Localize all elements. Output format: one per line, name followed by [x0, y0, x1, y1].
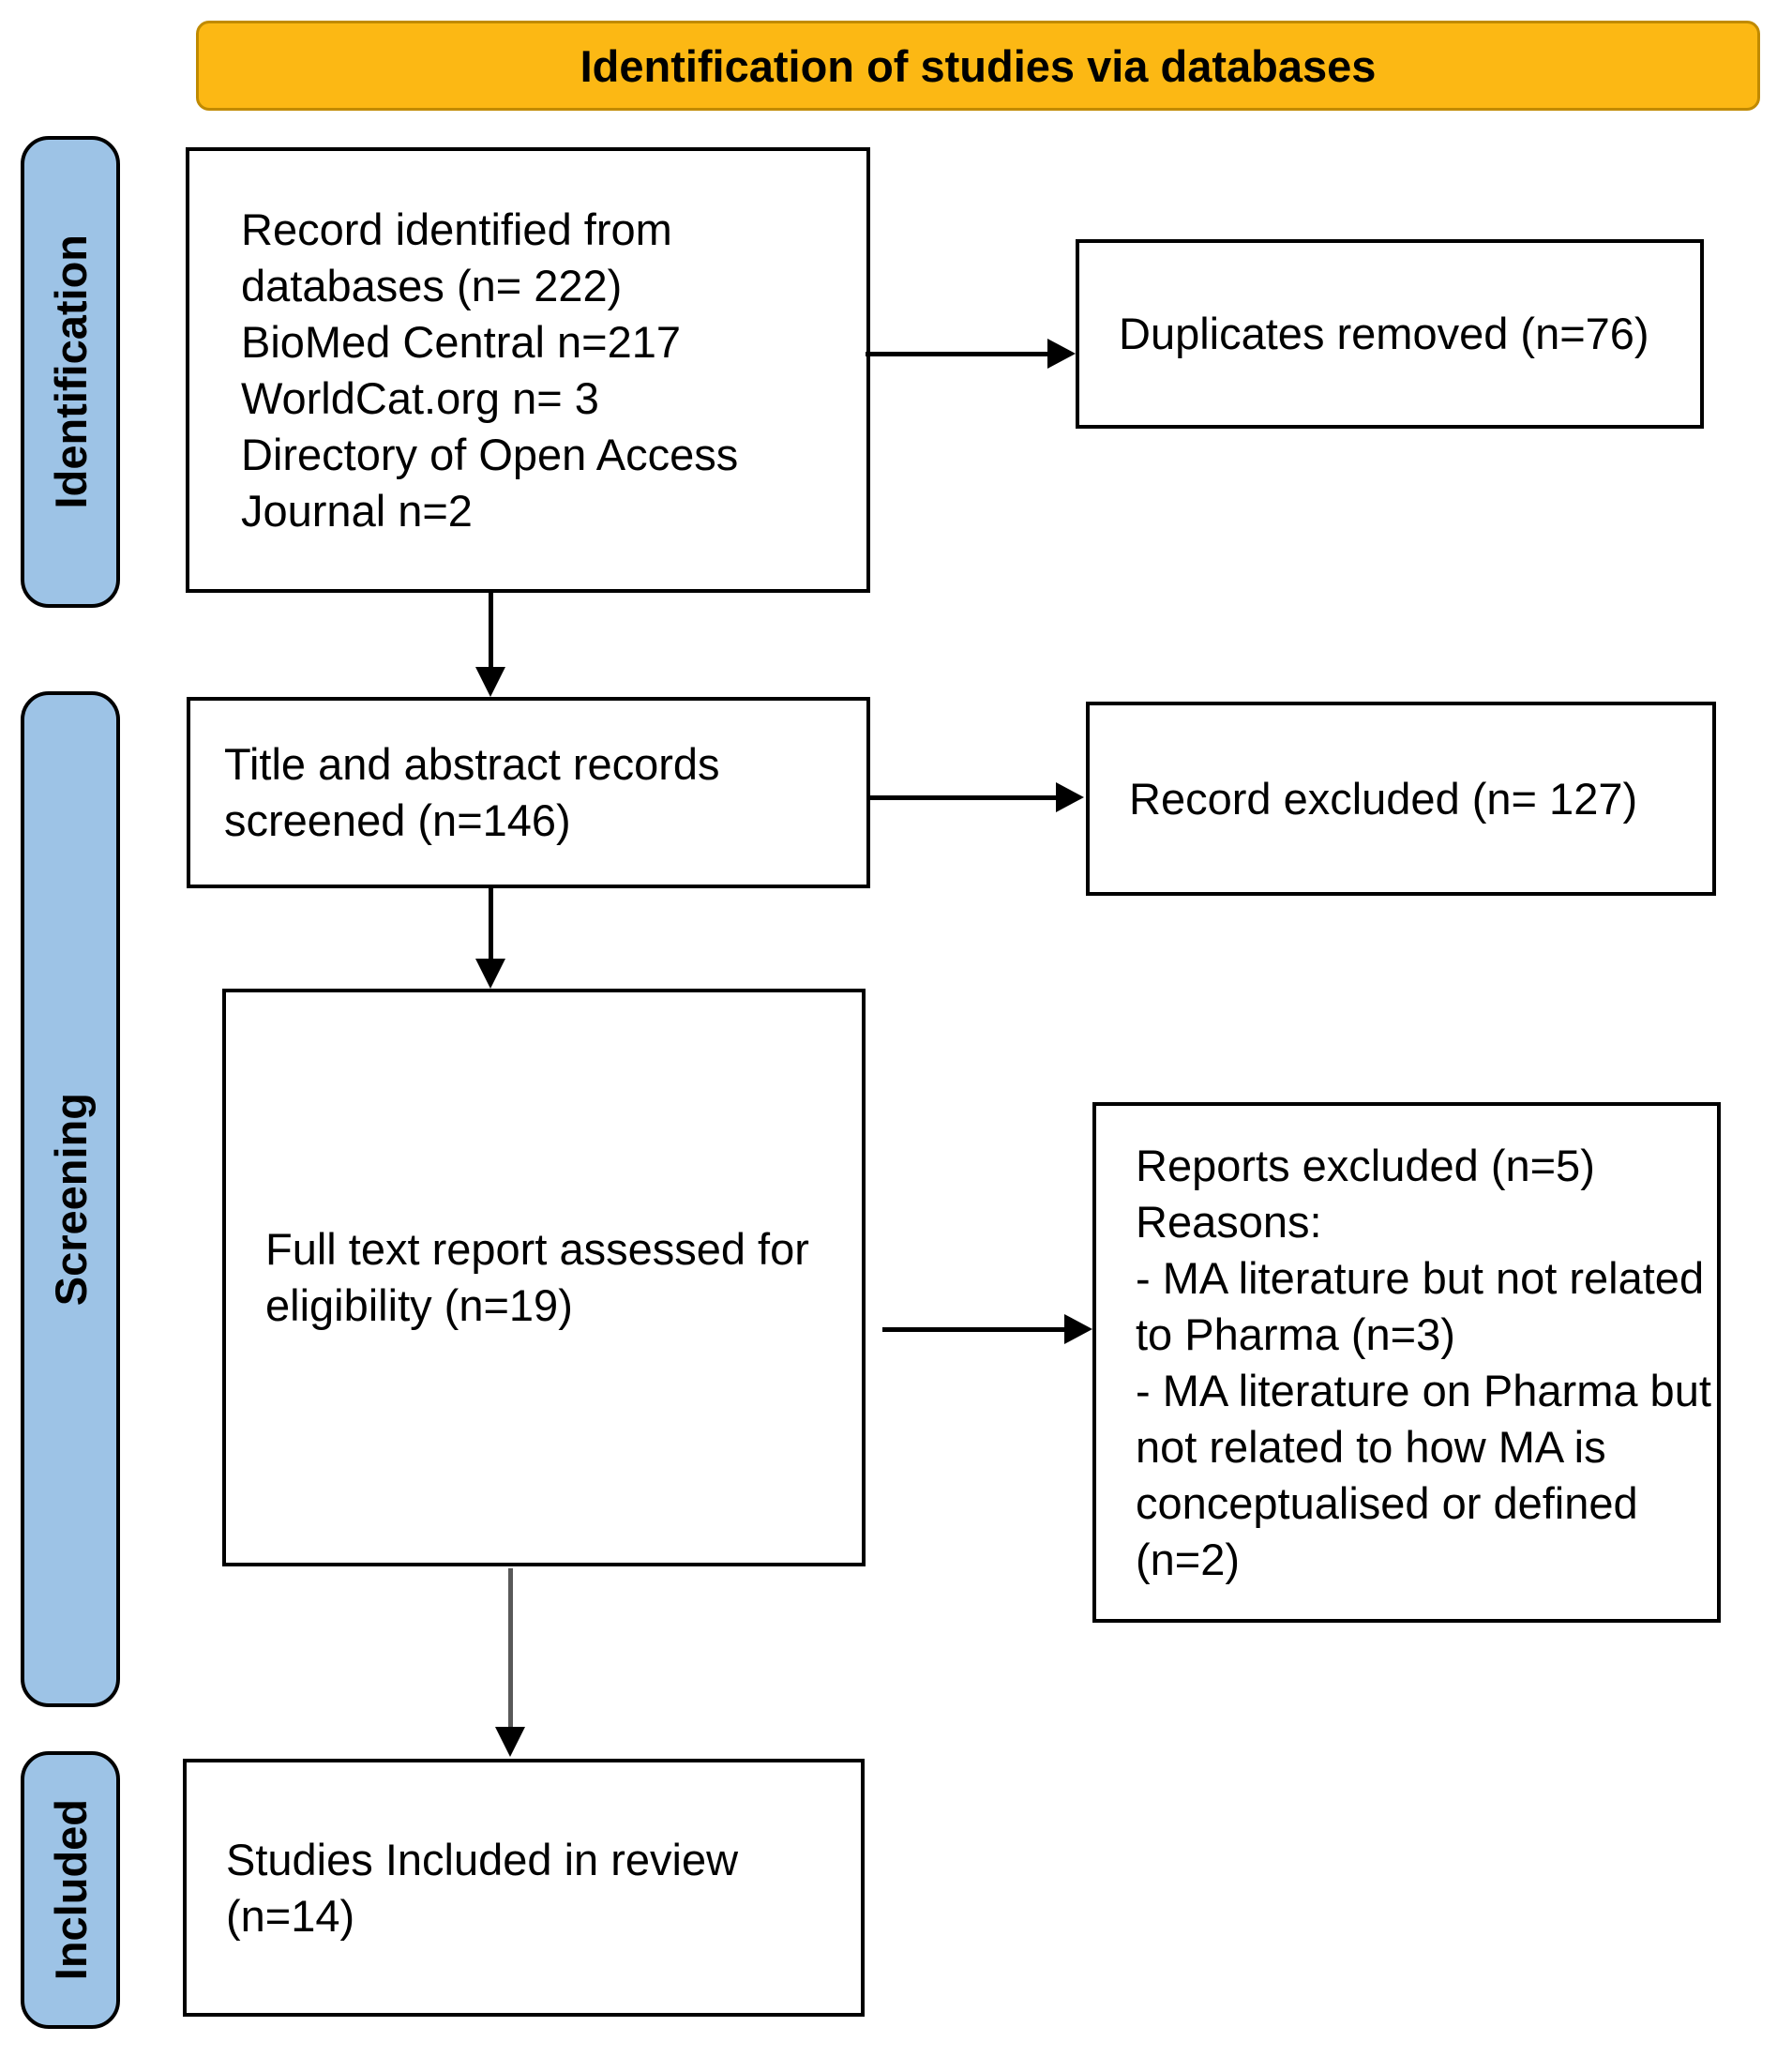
arrow-fulltext-to-reports-excluded-head-icon	[1064, 1314, 1092, 1344]
stage-bar-screening: Screening	[21, 691, 120, 1707]
arrow-identified-to-screened-stem	[489, 593, 493, 670]
box-records-excluded: Record excluded (n= 127)	[1086, 702, 1716, 896]
arrow-fulltext-to-included-head-icon	[495, 1727, 525, 1757]
arrow-screened-to-excluded-head-icon	[1056, 782, 1084, 812]
arrow-identified-to-duplicates-stem	[866, 352, 1049, 356]
stage-label-identification: Identification	[45, 234, 96, 509]
box-fulltext-assessed: Full text report assessed for eligibilit…	[222, 989, 866, 1566]
stage-label-screening: Screening	[45, 1092, 96, 1307]
box-studies-included: Studies Included in review (n=14)	[183, 1759, 865, 2017]
arrow-fulltext-to-included-stem	[508, 1568, 513, 1730]
arrow-identified-to-screened-head-icon	[475, 667, 505, 697]
arrow-screened-to-fulltext-head-icon	[475, 959, 505, 989]
arrow-fulltext-to-reports-excluded-stem	[882, 1327, 1066, 1332]
arrow-screened-to-fulltext-stem	[489, 888, 493, 961]
box-duplicates-removed: Duplicates removed (n=76)	[1076, 239, 1704, 429]
stage-bar-identification: Identification	[21, 136, 120, 608]
box-reports-excluded: Reports excluded (n=5) Reasons: - MA lit…	[1092, 1102, 1721, 1623]
banner-title: Identification of studies via databases	[196, 21, 1760, 111]
stage-bar-included: Included	[21, 1751, 120, 2029]
arrow-screened-to-excluded-stem	[870, 795, 1058, 800]
box-records-screened: Title and abstract records screened (n=1…	[187, 697, 870, 888]
box-records-identified: Record identified from databases (n= 222…	[186, 147, 870, 593]
arrow-identified-to-duplicates-head-icon	[1047, 339, 1076, 369]
stage-label-included: Included	[45, 1799, 96, 1981]
